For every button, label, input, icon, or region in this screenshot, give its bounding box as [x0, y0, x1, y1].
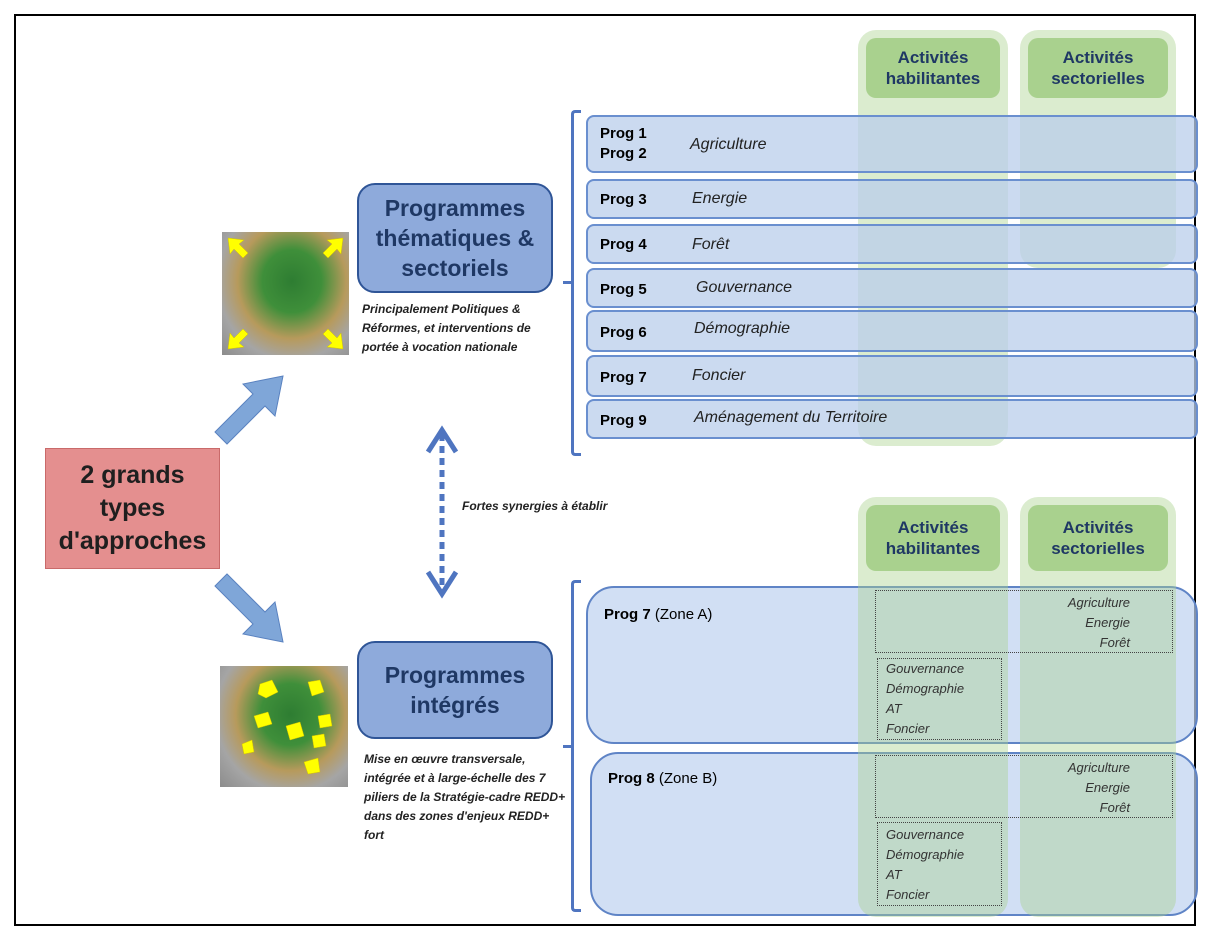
synergy-double-arrow-icon: [425, 425, 459, 599]
zone-b-box: Prog 8 (Zone B): [590, 752, 1198, 916]
sector-item: Energie: [1085, 780, 1130, 795]
prog-theme: Agriculture: [690, 136, 767, 153]
enabling-item: Foncier: [886, 721, 930, 736]
sector-item: Energie: [1085, 615, 1130, 630]
prog-number: Prog 3: [600, 191, 647, 208]
prog-row-energie: Prog 3 Energie: [586, 179, 1198, 219]
prog-theme: Energie: [692, 190, 748, 207]
approach-types-box: 2 grands types d'approches: [45, 448, 220, 569]
prog-row-foncier: Prog 7 Foncier: [586, 355, 1198, 397]
enabling-item: Foncier: [886, 887, 930, 902]
enabling-item: AT: [886, 701, 902, 716]
zone-a-enabling-list: Gouvernance Démographie AT Foncier: [877, 658, 1002, 740]
zone-a-sectoral-list: Agriculture Energie Forêt: [875, 590, 1173, 653]
thematic-programs-box: Programmes thématiques & sectoriels: [357, 183, 553, 293]
header-sectorielles-top: Activités sectorielles: [1028, 38, 1168, 98]
enabling-item: Démographie: [886, 847, 965, 862]
zone-b-sectoral-list: Agriculture Energie Forêt: [875, 755, 1173, 818]
thematic-bracket: [571, 110, 581, 456]
zone-prog: Prog 7: [604, 606, 651, 623]
sector-item: Agriculture: [1067, 760, 1130, 775]
sector-item: Forêt: [1099, 635, 1130, 650]
prog-number: Prog 6: [600, 324, 647, 341]
prog-theme: Foncier: [692, 367, 746, 384]
integrated-bracket-tick: [563, 745, 571, 748]
prog-theme: Forêt: [692, 236, 730, 253]
integrated-description: Mise en œuvre transversale, intégrée et …: [364, 752, 566, 842]
prog-row-demographie: Prog 6 Démographie: [586, 310, 1198, 352]
prog-row-agriculture: Prog 1 Prog 2 Agriculture: [586, 115, 1198, 173]
prog-theme: Gouvernance: [696, 279, 793, 296]
prog-theme: Aménagement du Territoire: [694, 409, 888, 426]
zone-title: Prog 7 (Zone A): [604, 606, 712, 623]
prog-number: Prog 9: [600, 412, 647, 429]
zone-label: (Zone B): [658, 770, 718, 787]
prog-row-amenagement: Prog 9 Aménagement du Territoire: [586, 399, 1198, 439]
prog-number: Prog 5: [600, 281, 647, 298]
enabling-item: Démographie: [886, 681, 965, 696]
prog-row-gouvernance: Prog 5 Gouvernance: [586, 268, 1198, 308]
prog-row-foret: Prog 4 Forêt: [586, 224, 1198, 264]
prog-number: Prog 7: [600, 369, 647, 386]
prog-theme: Démographie: [694, 320, 791, 337]
prog-number: Prog 1 Prog 2: [600, 125, 647, 162]
arrow-down-right-icon: [214, 573, 284, 643]
arrow-up-right-icon: [214, 375, 284, 445]
prog-number: Prog 4: [600, 236, 647, 253]
zone-b-enabling-list: Gouvernance Démographie AT Foncier: [877, 822, 1002, 906]
sector-item: Agriculture: [1067, 595, 1130, 610]
header-habilitantes-top: Activités habilitantes: [866, 38, 1000, 98]
thematic-description: Principalement Politiques & Réformes, et…: [362, 302, 531, 354]
zone-markers-icon: [241, 679, 333, 775]
header-sectorielles-bottom: Activités sectorielles: [1028, 505, 1168, 571]
zone-prog: Prog 8: [608, 770, 655, 787]
inward-arrows-icon: [227, 237, 344, 350]
thematic-bracket-tick: [563, 281, 571, 284]
header-habilitantes-bottom: Activités habilitantes: [866, 505, 1000, 571]
integrated-bracket: [571, 580, 581, 912]
enabling-item: Gouvernance: [886, 827, 965, 842]
enabling-item: Gouvernance: [886, 661, 965, 676]
zone-label: (Zone A): [654, 606, 713, 623]
zone-a-box: Prog 7 (Zone A): [586, 586, 1198, 744]
sector-item: Forêt: [1099, 800, 1130, 815]
map-zones-icon: [220, 666, 348, 787]
enabling-item: AT: [886, 867, 902, 882]
map-national-icon: [222, 232, 349, 355]
integrated-programs-box: Programmes intégrés: [357, 641, 553, 739]
zone-title: Prog 8 (Zone B): [608, 770, 717, 787]
synergy-label: Fortes synergies à établir: [462, 499, 608, 513]
